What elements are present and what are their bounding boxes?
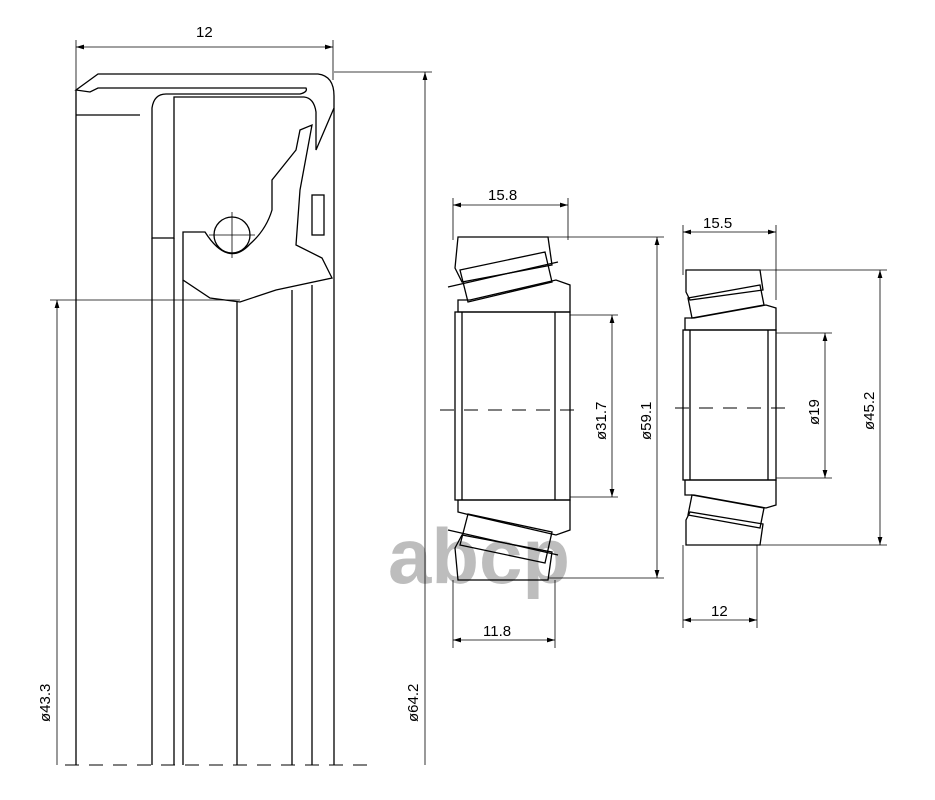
- bearing-2-width-bottom-label: 12: [711, 603, 728, 620]
- seal-inner-diameter-label: ø43.3: [37, 684, 54, 722]
- seal-outer-diameter-label: ø64.2: [405, 684, 422, 722]
- bearing-2-width-top-label: 15.5: [703, 215, 732, 232]
- bearing-2-outer-diameter-label: ø45.2: [861, 392, 878, 430]
- tapered-bearing-1: [440, 198, 664, 648]
- bearing-1-width-top-label: 15.8: [488, 187, 517, 204]
- tapered-bearing-2: [675, 225, 887, 628]
- bearing-1-width-bottom-label: 11.8: [483, 623, 511, 640]
- bearing-1-bore-label: ø31.7: [593, 402, 610, 440]
- seal-width-label: 12: [196, 24, 213, 41]
- oil-seal-section: [50, 40, 432, 766]
- watermark-logo: abcp: [388, 512, 570, 600]
- bearing-2-bore-label: ø19: [806, 399, 823, 425]
- bearing-1-outer-diameter-label: ø59.1: [638, 402, 655, 440]
